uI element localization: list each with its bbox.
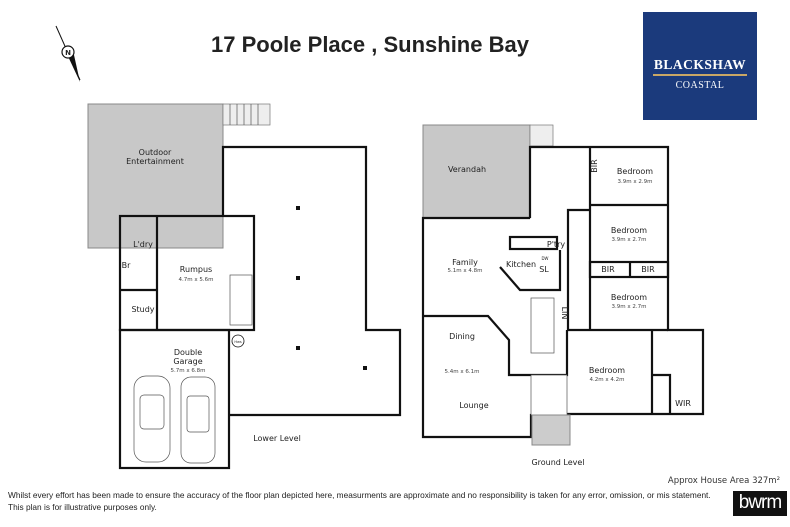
open-deck (221, 145, 402, 417)
outdoor-entertainment-area (87, 103, 224, 249)
room-label: Bedroom (611, 293, 647, 302)
room-label: Bedroom (589, 366, 625, 375)
entry-stairs (530, 374, 568, 416)
room-label: Br (122, 261, 131, 270)
internal-stairs (530, 297, 555, 354)
room-label: P'try (547, 240, 565, 249)
room-label: Family (452, 258, 478, 267)
logo-line2: COASTAL (675, 80, 725, 91)
room-label: Bedroom (611, 226, 647, 235)
room-label: Kitchen (506, 260, 536, 269)
room-label: Outdoor (139, 148, 172, 157)
room-label: Dining (449, 332, 475, 341)
logo-line1: BLACKSHAW (653, 57, 747, 72)
room-dimensions: 5.7m x 6.8m (171, 368, 206, 374)
house-area: Approx House Area 327m² (667, 476, 780, 486)
room-label: Entertainment (126, 157, 184, 166)
car-icon (180, 376, 216, 464)
room-dimensions: 3.9m x 2.7m (612, 237, 647, 243)
room-label: WIR (675, 399, 691, 408)
page-title: 17 Poole Place , Sunshine Bay (211, 32, 529, 57)
room-label: Bedroom (617, 167, 653, 176)
room-dimensions: 3.9m x 2.9m (618, 179, 653, 185)
kitchen-bench (508, 235, 559, 251)
hot-water-system-icon (231, 334, 245, 348)
room-label: DW (541, 256, 548, 261)
disclaimer-line: Whilst every effort has been made to ens… (8, 490, 711, 500)
disclaimer: Whilst every effort has been made to ens… (8, 489, 728, 513)
hws-label: Hws (234, 340, 241, 344)
agency-logo: BLACKSHAW COASTAL (643, 12, 757, 120)
lower-level-plan: Hws Outdoor Entertainment L'dry Br Rumpu… (87, 103, 402, 470)
car-icon (133, 375, 171, 463)
north-arrow-icon: N (55, 25, 81, 82)
room-dimensions: 3.9m x 2.7m (612, 304, 647, 310)
bwrm-logo: bwrm (733, 491, 787, 516)
room-label: Rumpus (180, 265, 212, 274)
logo-divider (653, 74, 747, 76)
room-label: Lounge (459, 401, 488, 410)
ground-level-plan: Verandah BIR Bedroom 3.9m x 2.9m Bedroom… (421, 124, 705, 467)
level-label: Ground Level (531, 458, 584, 467)
level-label: Lower Level (253, 434, 301, 443)
room-label: BIR (641, 265, 655, 274)
room-dimensions: 5.1m x 4.8m (448, 268, 483, 274)
room-label: Verandah (448, 165, 486, 174)
room-label: L'dry (133, 240, 153, 249)
room-label: Study (131, 305, 154, 314)
garage (118, 328, 231, 470)
room-label: LIN (560, 307, 569, 320)
room-label: BIR (601, 265, 615, 274)
room-label: Garage (173, 357, 202, 366)
room-dimensions: 4.7m x 5.6m (179, 277, 214, 283)
room-label: BIR (590, 159, 599, 173)
room-dimensions: 4.2m x 4.2m (590, 377, 625, 383)
room-label: Double (174, 348, 202, 357)
deck-posts (296, 206, 367, 370)
disclaimer-line: This plan is for illustrative purposes o… (8, 502, 157, 512)
room-label: SL (539, 265, 549, 274)
room-dimensions: 5.4m x 6.1m (445, 369, 480, 375)
internal-stairs (229, 274, 253, 326)
compass-label: N (65, 49, 71, 57)
porch (531, 414, 571, 446)
stairs (529, 124, 554, 147)
